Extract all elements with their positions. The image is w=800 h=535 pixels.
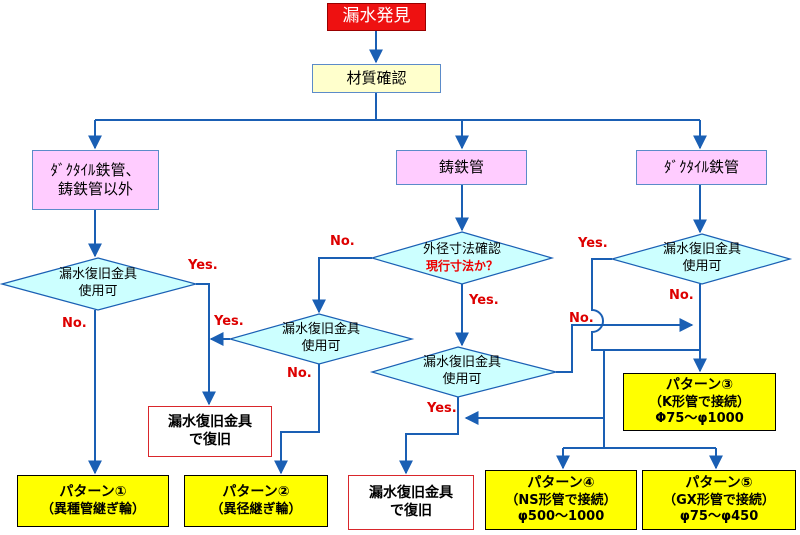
decision-5-line2: 使用可 bbox=[682, 259, 722, 274]
label-yes-d2: Yes. bbox=[469, 293, 499, 308]
pattern-1-box: パターン① （異種管継ぎ輪） bbox=[17, 475, 169, 527]
repair-box-2: 漏水復旧金具 で復旧 bbox=[348, 475, 474, 530]
decision-2-line1: 外径寸法確認 bbox=[422, 241, 502, 257]
pattern-4-detail: （NS形管で接続） bbox=[505, 492, 617, 508]
pattern-5-range: φ75～φ450 bbox=[679, 508, 759, 524]
pipe-other-line2: 鋳鉄管以外 bbox=[57, 180, 133, 198]
pattern-4-box: パターン④ （NS形管で接続） φ500～1000 bbox=[485, 470, 637, 530]
decision-1-line1: 漏水復旧金具 bbox=[58, 267, 138, 283]
pattern-3-box: パターン③ （K形管で接続） Φ75～φ1000 bbox=[623, 373, 776, 431]
pattern-1-title: パターン① bbox=[59, 484, 127, 501]
repair-box-1-line1: 漏水復旧金具 bbox=[168, 414, 252, 430]
decision-4-text: 漏水復旧金具 使用可 bbox=[423, 355, 501, 389]
arrow-d4-no-right bbox=[556, 318, 694, 373]
repair-box-2-line1: 漏水復旧金具 bbox=[369, 485, 453, 501]
line-material-split bbox=[95, 93, 700, 121]
pattern-5-detail: （GX形管で接続） bbox=[663, 492, 775, 508]
decision-3-text: 漏水復旧金具 使用可 bbox=[282, 322, 360, 356]
pipe-other-node: ﾀﾞｸﾀｲﾙ鉄管、 鋳鉄管以外 bbox=[32, 150, 159, 210]
decision-2-line2: 現行寸法か？ bbox=[425, 258, 499, 273]
label-no-d1: No. bbox=[62, 316, 87, 331]
start-node: 漏水発見 bbox=[327, 3, 426, 31]
repair-box-1: 漏水復旧金具 で復旧 bbox=[148, 406, 272, 457]
decision-5-line1: 漏水復旧金具 bbox=[662, 242, 742, 258]
pattern-3-title: パターン③ bbox=[665, 377, 734, 393]
pattern-5-box: パターン⑤ （GX形管で接続） φ75～φ450 bbox=[642, 470, 796, 530]
label-no-d3: No. bbox=[287, 366, 312, 381]
label-no-d2: No. bbox=[330, 234, 355, 249]
label-yes-d1: Yes. bbox=[188, 258, 218, 273]
material-check-node: 材質確認 bbox=[312, 64, 441, 93]
decision-3-line2: 使用可 bbox=[301, 339, 341, 354]
label-yes-d4: Yes. bbox=[427, 401, 457, 416]
ductile-node: ﾀﾞｸﾀｲﾙ鉄管 bbox=[636, 150, 767, 185]
pattern-5-title: パターン⑤ bbox=[685, 475, 753, 491]
arrow-d5-yes-hop bbox=[591, 258, 700, 351]
arrow-d4-yes-repair2 bbox=[399, 397, 459, 475]
decision-diamond-5 bbox=[609, 233, 793, 285]
repair-box-2-line2: で復旧 bbox=[390, 502, 432, 519]
decision-1-text: 漏水復旧金具 使用可 bbox=[59, 267, 137, 301]
arrow-d3-no-p2 bbox=[274, 364, 320, 475]
decision-3-line1: 漏水復旧金具 bbox=[281, 322, 361, 338]
label-yes-d3: Yes. bbox=[214, 314, 244, 329]
decision-4-line2: 使用可 bbox=[442, 372, 482, 387]
cast-iron-node: 鋳鉄管 bbox=[396, 150, 527, 185]
repair-box-1-line2: で復旧 bbox=[189, 431, 231, 448]
arrow-d2-no-d3 bbox=[312, 257, 372, 314]
pattern-4-title: パターン④ bbox=[527, 475, 595, 491]
pattern-4-range: φ500～1000 bbox=[517, 508, 605, 524]
label-no-d5: No. bbox=[669, 288, 694, 303]
pattern-3-detail: （K形管で接続） bbox=[648, 394, 751, 410]
label-yes-d5: Yes. bbox=[578, 236, 608, 251]
pipe-other-line1: ﾀﾞｸﾀｲﾙ鉄管、 bbox=[50, 161, 141, 180]
pattern-2-detail: （異径継ぎ輪） bbox=[210, 501, 302, 517]
arrow-d1-yes-repair1 bbox=[196, 283, 216, 406]
pattern-1-detail: （異種管継ぎ輪） bbox=[40, 501, 145, 517]
decision-4-line1: 漏水復旧金具 bbox=[422, 355, 502, 371]
label-no-d4: No. bbox=[569, 311, 594, 326]
line-split-p4-p5 bbox=[563, 418, 716, 449]
pattern-2-title: パターン② bbox=[222, 484, 290, 501]
decision-5-text: 漏水復旧金具 使用可 bbox=[663, 242, 741, 276]
decision-2-text: 外径寸法確認 現行寸法か？ bbox=[423, 242, 501, 274]
decision-1-line2: 使用可 bbox=[78, 284, 118, 299]
decision-diamond-1 bbox=[0, 257, 199, 311]
pattern-3-range: Φ75～φ1000 bbox=[655, 410, 744, 426]
pattern-2-box: パターン② （異径継ぎ輪） bbox=[184, 475, 328, 527]
